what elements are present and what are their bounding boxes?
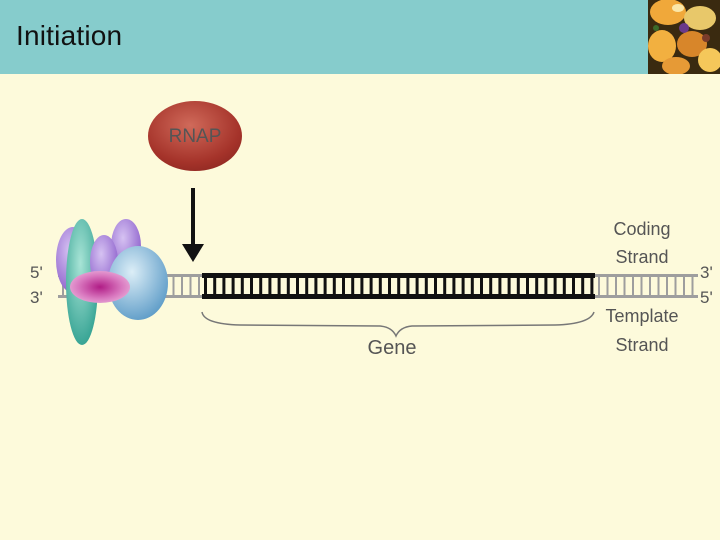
base-pair xyxy=(507,277,511,295)
base-pair xyxy=(213,277,217,295)
base-pair xyxy=(480,277,483,295)
base-pair xyxy=(240,277,244,295)
base-pair xyxy=(181,277,183,295)
dna-base-pairs-gene xyxy=(204,277,594,295)
base-pair xyxy=(314,277,318,295)
base-pair xyxy=(388,277,391,295)
base-pair xyxy=(369,277,373,295)
base-pair xyxy=(657,277,660,295)
gene-label: Gene xyxy=(368,337,417,359)
base-pair xyxy=(598,277,600,295)
base-pair xyxy=(342,277,345,295)
base-pair xyxy=(562,277,566,295)
coding-strand-label-line1: Coding xyxy=(613,219,670,239)
base-pair xyxy=(535,277,539,295)
rnap-enzyme: RNAP xyxy=(148,101,242,171)
rnap-label: RNAP xyxy=(169,126,222,147)
base-pair xyxy=(526,277,529,295)
binding-arrow xyxy=(182,188,204,262)
slide-title: Initiation xyxy=(16,20,123,51)
gene-brace xyxy=(201,311,595,338)
base-pair xyxy=(332,277,336,295)
base-pair xyxy=(461,277,465,295)
left-bottom-end-label: 3' xyxy=(30,288,43,307)
base-pair xyxy=(666,277,668,295)
right-top-end-label: 3' xyxy=(700,263,713,282)
base-pair xyxy=(222,277,226,295)
base-pair xyxy=(572,277,575,295)
base-pair xyxy=(443,277,447,295)
base-pair xyxy=(452,277,456,295)
base-pair xyxy=(397,277,401,295)
base-pair xyxy=(640,277,643,295)
base-pair xyxy=(553,277,557,295)
base-pair xyxy=(615,277,617,295)
factor-magenta xyxy=(70,271,130,303)
dna-base-pairs-right xyxy=(598,277,694,295)
base-pair xyxy=(498,277,502,295)
base-pair xyxy=(250,277,253,295)
base-pair xyxy=(516,277,520,295)
transcription-factor-complex xyxy=(56,219,168,345)
corner-decorative-image xyxy=(648,0,720,74)
base-pair xyxy=(286,277,290,295)
base-pair xyxy=(434,277,437,295)
base-pair xyxy=(424,277,428,295)
template-strand-label-line1: Template xyxy=(605,306,678,326)
base-pair xyxy=(406,277,410,295)
base-pair xyxy=(204,277,207,295)
base-pair xyxy=(189,277,192,295)
base-pair xyxy=(198,277,200,295)
template-strand-label-line2: Strand xyxy=(615,335,668,355)
coding-strand-label-line2: Strand xyxy=(615,247,668,267)
base-pair xyxy=(590,277,594,295)
base-pair xyxy=(623,277,626,295)
left-top-end-label: 5' xyxy=(30,263,43,282)
base-pair xyxy=(378,277,382,295)
header-bar: Initiation xyxy=(0,0,720,74)
base-pair xyxy=(470,277,474,295)
base-pair xyxy=(415,277,419,295)
base-pair xyxy=(259,277,263,295)
base-pair xyxy=(172,277,175,295)
base-pair xyxy=(581,277,585,295)
right-bottom-end-label: 5' xyxy=(700,288,713,307)
factor-blue xyxy=(108,246,168,320)
base-pair xyxy=(544,277,548,295)
transcription-initiation-diagram: RNAP Gene 5' 3' 3' 5' Coding Strand xyxy=(30,101,713,359)
base-pair xyxy=(268,277,272,295)
base-pair xyxy=(691,277,694,295)
base-pair xyxy=(360,277,364,295)
base-pair xyxy=(296,277,299,295)
base-pair xyxy=(351,277,355,295)
base-pair xyxy=(683,277,685,295)
base-pair xyxy=(674,277,677,295)
base-pair xyxy=(489,277,493,295)
base-pair xyxy=(231,277,235,295)
base-pair xyxy=(632,277,634,295)
base-pair xyxy=(606,277,609,295)
base-pair xyxy=(649,277,651,295)
base-pair xyxy=(305,277,309,295)
base-pair xyxy=(323,277,327,295)
base-pair xyxy=(277,277,281,295)
